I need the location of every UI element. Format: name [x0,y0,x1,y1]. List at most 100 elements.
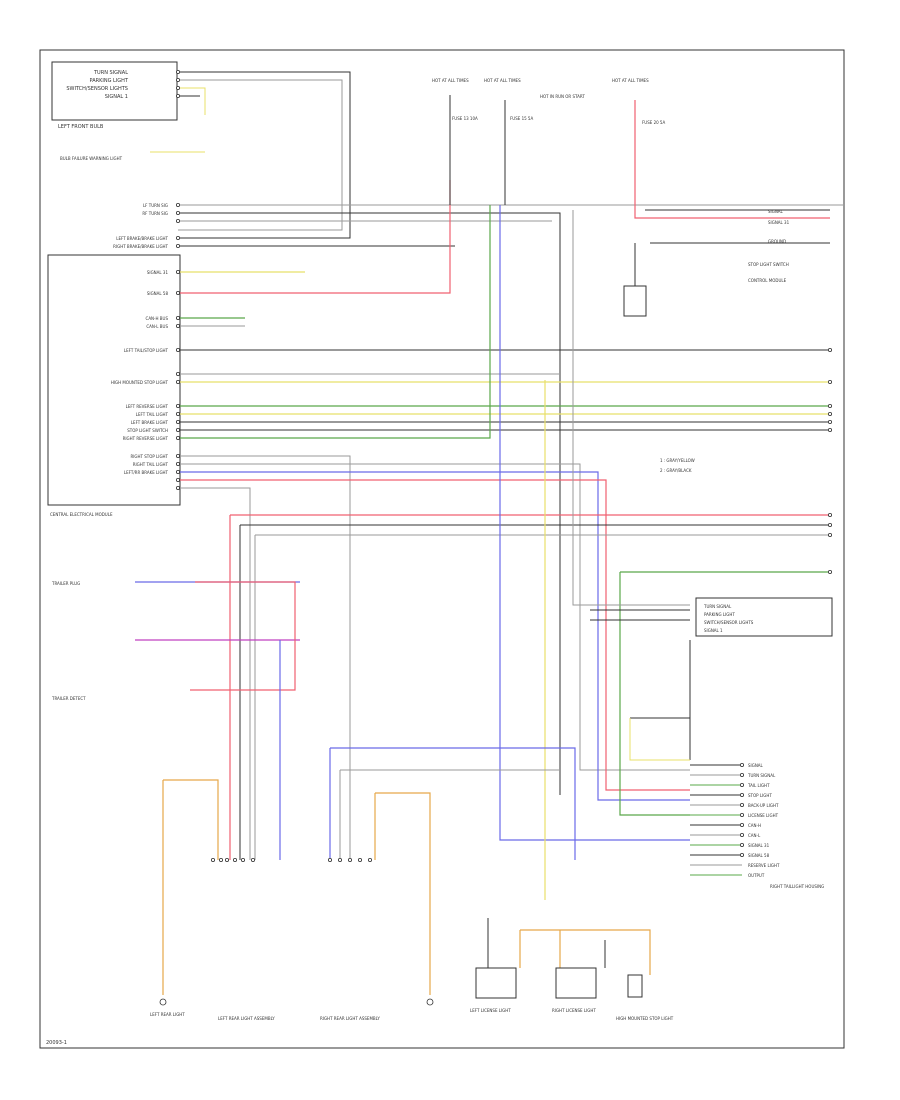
wire-64 [375,792,431,995]
pin-cem-456 [175,453,180,458]
fn-switch-lights: SWITCH/SENSOR LIGHTS [66,86,128,92]
pin-right-edge-430 [828,427,833,432]
bulb-failure-label: BULB FAILURE WARNING LIGHT [60,156,123,161]
legend-2: 2 : GRAY/BLACK [660,468,692,473]
right-pin-label-9: SIGNAL 58 [748,853,770,858]
rfn-parking: PARKING LIGHT [704,612,735,617]
bottom-left-rear-assembly: LEFT REAR LIGHT ASSEMBLY [218,1016,275,1021]
footer-code: 20093-1 [46,1040,67,1046]
pin-right-mod-785 [740,783,745,788]
pin-right-edge-350 [828,347,833,352]
wire-6 [178,212,561,795]
bottom-right-license: RIGHT LICENSE LIGHT [552,1008,596,1013]
wire-40 [572,210,690,606]
cem-label-14: RIGHT REVERSE LIGHT [123,436,169,441]
wire-group [135,71,845,995]
pin-top-88 [175,86,180,91]
left-license-light-symbol [475,967,517,999]
pin-cem-422 [175,419,180,424]
pin-cem-430 [175,427,180,432]
fuse-13: FUSE 13 10A [452,116,478,121]
control-module-label: CONTROL MODULE [748,278,787,283]
fn-turn-signal: TURN SIGNAL [93,70,128,76]
connector-group [175,70,833,863]
pin-right-mod-835 [740,833,745,838]
right-signal: SIGNAL [768,209,784,214]
rfn-signal: SIGNAL 1 [704,628,723,633]
pin-cem-246 [175,243,180,248]
wire-23 [178,471,690,801]
cem-label-3: RIGHT BRAKE/BRAKE LIGHT [113,244,168,249]
stop-light-switch-label: STOP LIGHT SWITCH [748,262,789,267]
pin-cem-318 [175,315,180,320]
pin-right-edge-515 [828,513,833,518]
pin-right-mod-815 [740,813,745,818]
fuse-hot-1: HOT AT ALL TIMES [432,78,469,83]
pin-cem-472 [175,469,180,474]
rfn-turn-signal: TURN SIGNAL [703,604,732,609]
pin-cem-488 [175,485,180,490]
pin-cem-374 [175,371,180,376]
trailer-detect-label: TRAILER DETECT [51,696,86,701]
cem-label-15: RIGHT STOP LIGHT [130,454,168,459]
wire-1 [178,79,343,231]
right-pin-label-5: LICENSE LIGHT [748,813,779,818]
pin-cem-326 [175,323,180,328]
right-module-name: RIGHT TAILLIGHT HOUSING [770,884,824,889]
cem-label-8: LEFT TAIL/STOP LIGHT [124,348,169,353]
diagram-frame [39,49,845,1049]
cem-label-12: LEFT BRAKE LIGHT [131,420,169,425]
bottom-right-rear-assembly: RIGHT REAR LIGHT ASSEMBLY [320,1016,380,1021]
right-turn-signal-module-box [695,597,833,637]
pin-cem-238 [175,235,180,240]
right-pin-label-11: OUTPUT [748,873,765,878]
pin-cem-205 [175,202,180,207]
left-front-bulb-label: LEFT FRONT BULB [58,124,104,130]
pin-right-edge-406 [828,403,833,408]
pin-right-assembly-350 [347,858,352,863]
fn-signal-1: SIGNAL 1 [105,94,128,100]
central-module-name: CENTRAL ELECTRICAL MODULE [50,512,113,517]
pin-cem-438 [175,435,180,440]
pin-cem-213 [175,210,180,215]
right-pin-label-4: BACK-UP LIGHT [748,803,779,808]
wire-38 [499,205,690,841]
pin-left-assembly-221 [218,858,223,863]
fuse-hot-run: HOT IN RUN OR START [540,94,585,99]
wire-33 [619,572,690,816]
trailer-plug-label: TRAILER PLUG [51,581,80,586]
pin-cem-272 [175,269,180,274]
cem-label-17: LEFT/RR BRAKE LIGHT [124,470,169,475]
right-license-light-symbol [555,967,597,999]
right-signal-31: SIGNAL 31 [768,220,790,225]
cem-label-6: CAN-H BUS [146,316,169,321]
wire-58 [163,779,219,860]
cem-label-10: LEFT REVERSE LIGHT [126,404,169,409]
cem-label-0: LF TURN SIG [143,203,168,208]
pin-right-edge-525 [828,523,833,528]
pin-right-mod-805 [740,803,745,808]
pin-cem-350 [175,347,180,352]
pin-left-assembly-243 [240,858,245,863]
pin-left-assembly-253 [250,858,255,863]
pin-right-edge-414 [828,411,833,416]
bottom-high-stop: HIGH MOUNTED STOP LIGHT [616,1016,674,1021]
high-stop-light-symbol [627,974,643,998]
pin-top-96 [175,94,180,99]
pin-right-mod-775 [740,773,745,778]
cem-label-13: STOP LIGHT SWITCH [127,428,168,433]
wire-66 [520,929,651,975]
wire-10 [178,180,451,294]
wire-20 [178,205,491,439]
pin-right-edge-535 [828,533,833,538]
pin-top-80 [175,78,180,83]
wire-36 [190,581,296,691]
fn-parking-light: PARKING LIGHT [90,78,129,84]
pin-right-mod-765 [740,763,745,768]
wire-60 [330,747,576,860]
wire-25 [178,487,251,860]
pin-right-assembly-340 [337,858,342,863]
pin-right-mod-845 [740,843,745,848]
